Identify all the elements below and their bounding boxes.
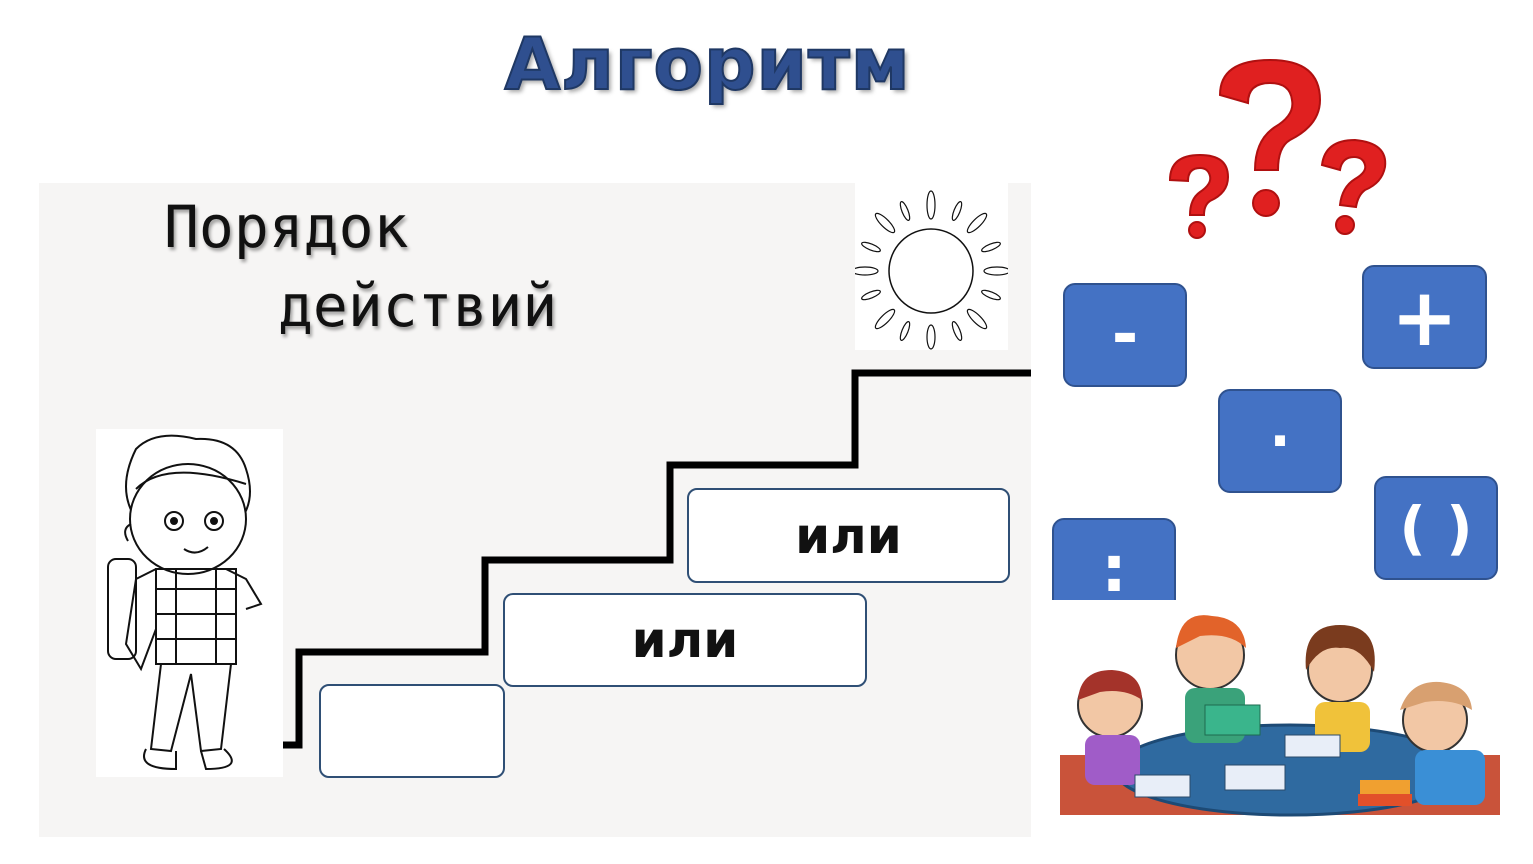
slide-title: Алгоритм [503,21,911,107]
step-box-3[interactable]: или [687,488,1010,583]
children-at-table-illustration [1040,600,1500,820]
heading-line-2: действий [278,272,558,340]
multiply-dot-button[interactable]: · [1218,389,1342,493]
minus-button[interactable]: - [1063,283,1187,387]
parentheses-button[interactable]: ( ) [1374,476,1498,580]
sun-icon [851,183,1011,350]
question-marks-icon [1160,55,1405,245]
boy-illustration [96,429,283,777]
heading-line-1: Порядок [164,193,409,261]
step-box-1[interactable] [319,684,505,778]
step-box-2[interactable]: или [503,593,867,687]
plus-button[interactable]: + [1362,265,1487,369]
